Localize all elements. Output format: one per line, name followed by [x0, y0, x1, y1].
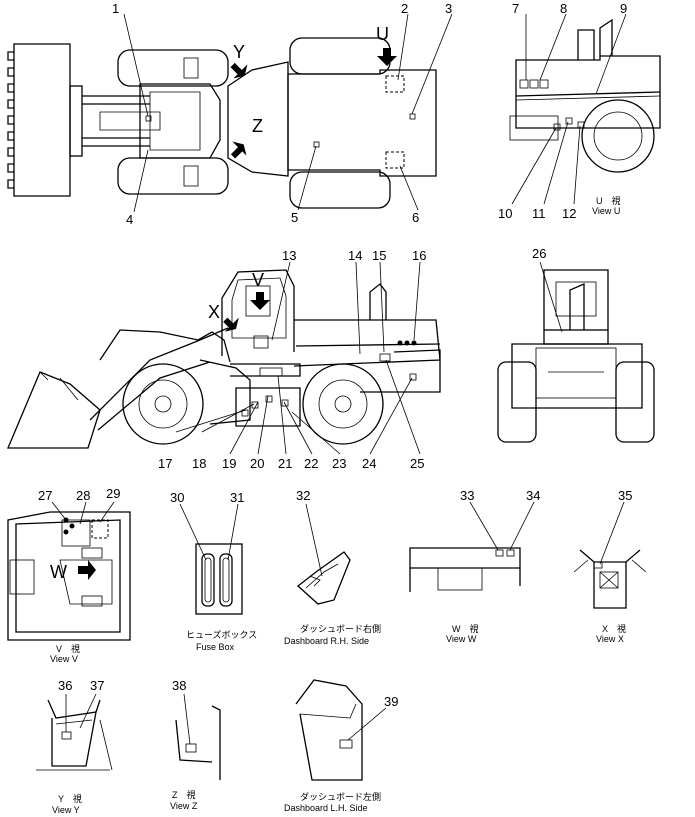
callout-17: 17 [158, 456, 172, 471]
caption-view-z-jp: Z 視 [172, 789, 196, 800]
view-arrow-icon [230, 62, 248, 79]
callout-22: 22 [304, 456, 318, 471]
callout-32: 32 [296, 488, 310, 503]
callout-labels: 1 2 3 4 5 6 7 8 9 10 11 12 13 14 15 16 1… [38, 1, 632, 709]
top-view-leaders [123, 13, 453, 213]
view-y-drawing [36, 699, 113, 771]
view-v-leaders [51, 501, 115, 525]
callout-16: 16 [412, 248, 426, 263]
callout-4: 4 [126, 212, 133, 227]
view-x-leader [599, 501, 625, 565]
rear-view-leader [539, 261, 563, 333]
view-z-leader [183, 693, 191, 745]
callout-24: 24 [362, 456, 376, 471]
callout-15: 15 [372, 248, 386, 263]
caption-view-y: View Y [52, 805, 80, 815]
callout-14: 14 [348, 248, 362, 263]
callout-34: 34 [526, 488, 540, 503]
caption-dash-lh: Dashboard L.H. Side [284, 803, 368, 813]
view-letter-w: W [50, 562, 67, 582]
side-view-drawing [7, 269, 441, 449]
callout-37: 37 [90, 678, 104, 693]
callout-10: 10 [498, 206, 512, 221]
view-captions: U 視 View U V 視 View V ヒューズボックス Fuse Box … [50, 195, 626, 815]
view-x-drawing [573, 549, 647, 609]
callout-6: 6 [412, 210, 419, 225]
callout-19: 19 [222, 456, 236, 471]
callout-13: 13 [282, 248, 296, 263]
view-u-drawing [509, 18, 661, 173]
caption-view-u-jp: U 視 [596, 195, 621, 206]
callout-30: 30 [170, 490, 184, 505]
fuse-box-drawing [195, 543, 243, 615]
top-view-drawing [7, 37, 437, 209]
view-letters: Y Z U V X W [50, 24, 389, 582]
callout-18: 18 [192, 456, 206, 471]
callout-23: 23 [332, 456, 346, 471]
caption-fuse-jp: ヒューズボックス [186, 629, 257, 640]
view-arrow-icon [223, 317, 239, 332]
view-arrow-icon [377, 48, 397, 66]
view-z-drawing [175, 705, 221, 780]
callout-31: 31 [230, 490, 244, 505]
dashboard-rh-drawing [296, 551, 351, 605]
callout-7: 7 [512, 1, 519, 16]
callout-28: 28 [76, 488, 90, 503]
rear-view-drawing [497, 269, 655, 443]
caption-view-x-jp: X 視 [602, 623, 626, 634]
side-view-leaders [175, 261, 421, 455]
callout-11: 11 [532, 206, 546, 221]
caption-dash-rh: Dashboard R.H. Side [284, 636, 369, 646]
caption-view-v-jp: V 視 [56, 643, 80, 654]
view-arrow-icon [78, 560, 96, 580]
callout-21: 21 [278, 456, 292, 471]
view-letter-u: U [376, 24, 389, 44]
view-w-drawing [409, 547, 521, 592]
view-letter-z: Z [252, 116, 263, 136]
callout-9: 9 [620, 1, 627, 16]
callout-25: 25 [410, 456, 424, 471]
caption-view-x: View X [596, 634, 624, 644]
view-letter-y: Y [233, 42, 245, 62]
view-w-leaders [469, 501, 535, 551]
callout-39: 39 [384, 694, 398, 709]
caption-view-z: View Z [170, 801, 198, 811]
dashboard-lh-drawing [295, 679, 363, 781]
view-arrow-icon [250, 292, 270, 310]
view-v-drawing [7, 511, 131, 641]
caption-view-w-jp: W 視 [452, 623, 479, 634]
caption-view-u: View U [592, 206, 620, 216]
callout-20: 20 [250, 456, 264, 471]
dashboard-lh-leader [347, 707, 387, 741]
view-letter-x: X [208, 302, 220, 322]
caption-fuse: Fuse Box [196, 642, 235, 652]
caption-dash-rh-jp: ダッシュボード右側 [300, 623, 381, 634]
view-letter-v: V [252, 270, 264, 290]
callout-35: 35 [618, 488, 632, 503]
view-u-leaders [511, 13, 627, 205]
callout-1: 1 [112, 1, 119, 16]
callout-33: 33 [460, 488, 474, 503]
view-y-leaders [65, 693, 97, 732]
callout-38: 38 [172, 678, 186, 693]
callout-26: 26 [532, 246, 546, 261]
view-arrow-icon [230, 141, 247, 159]
dashboard-rh-leader [305, 503, 323, 577]
caption-dash-lh-jp: ダッシュボード左側 [300, 791, 381, 802]
callout-8: 8 [560, 1, 567, 16]
callout-5: 5 [291, 210, 298, 225]
caption-view-w: View W [446, 634, 477, 644]
callout-27: 27 [38, 488, 52, 503]
callout-3: 3 [445, 1, 452, 16]
callout-2: 2 [401, 1, 408, 16]
callout-12: 12 [562, 206, 576, 221]
caption-view-y-jp: Y 視 [58, 793, 82, 804]
fuse-box-leaders [179, 503, 239, 561]
caption-view-v: View V [50, 654, 78, 664]
callout-29: 29 [106, 486, 120, 501]
callout-36: 36 [58, 678, 72, 693]
